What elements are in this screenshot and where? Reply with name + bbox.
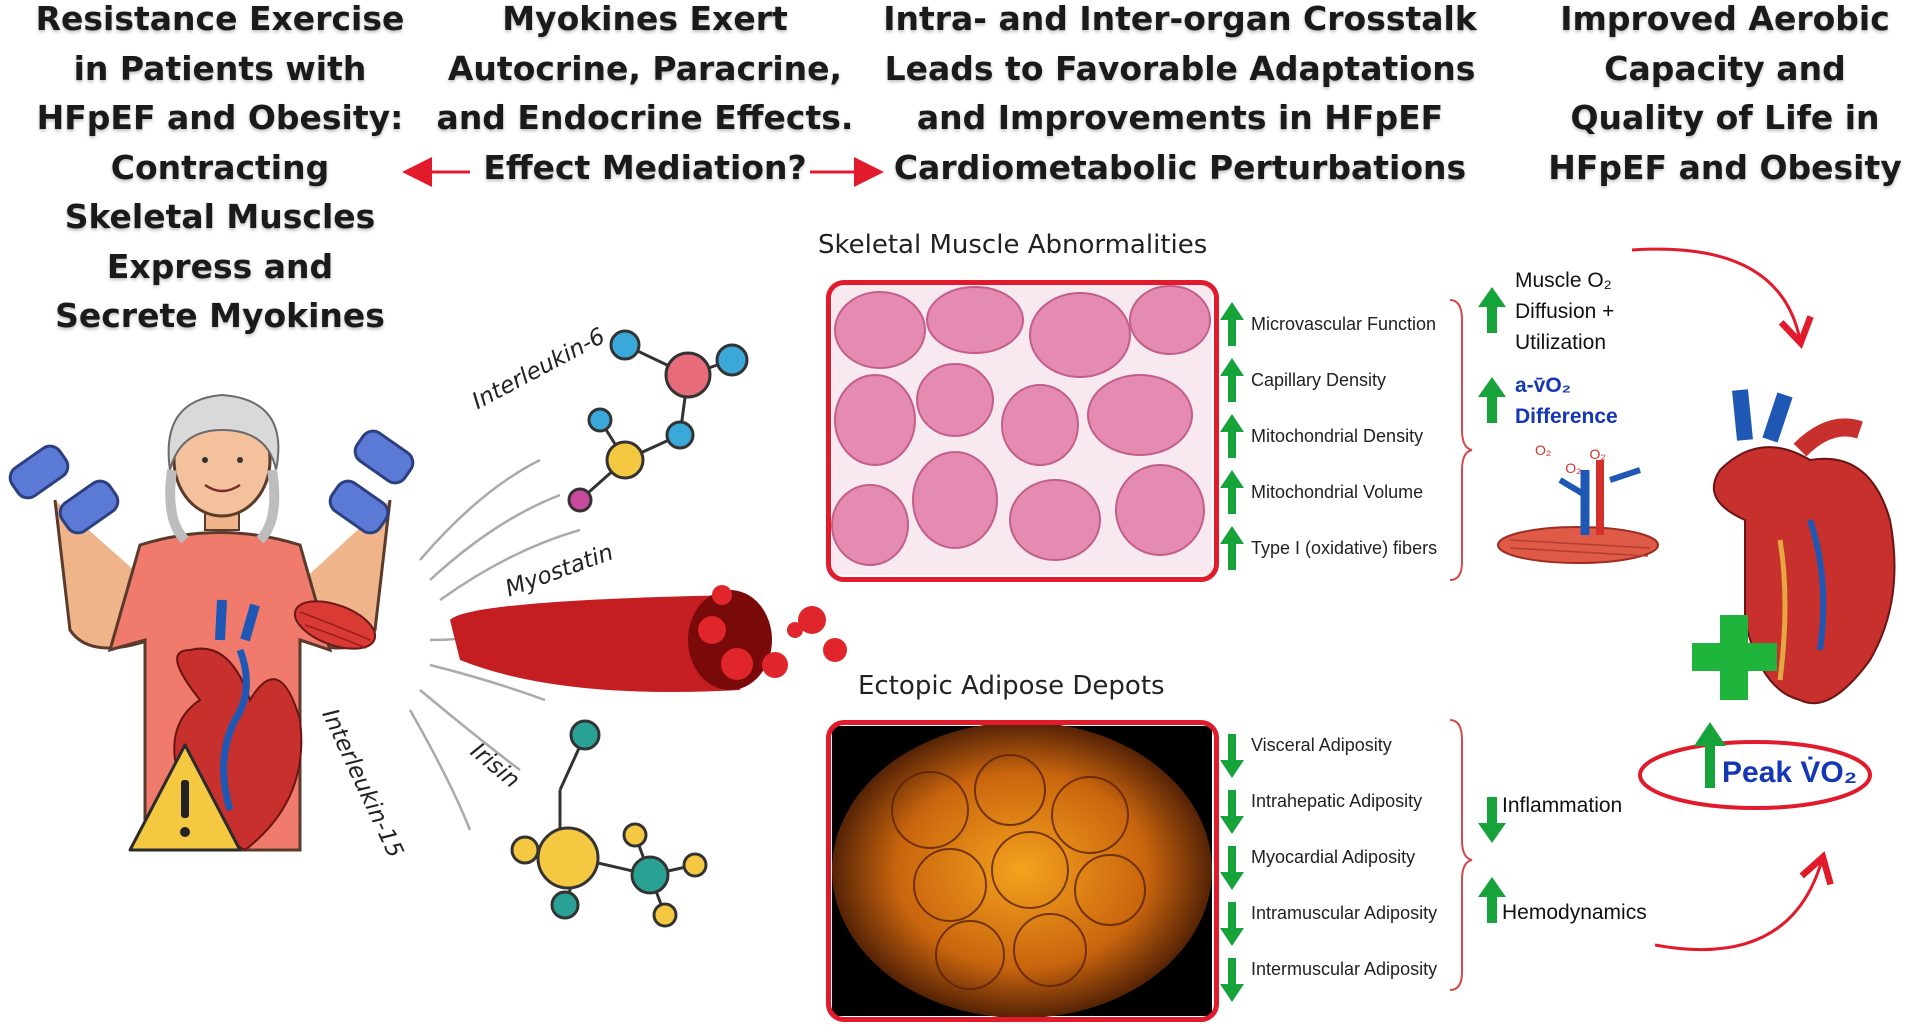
- arrow-up-icon: [1220, 526, 1244, 570]
- list-item: Capillary Density: [1219, 356, 1386, 404]
- arrow-down-icon: [1220, 734, 1244, 778]
- arrow-up-icon: [1220, 302, 1244, 346]
- list-item: Intermuscular Adiposity: [1219, 956, 1437, 1004]
- molecule-icon: [510, 719, 708, 928]
- adipose-panel-frame: [826, 720, 1219, 1022]
- list-item: Mitochondrial Density: [1219, 412, 1423, 460]
- arrow-down-icon: [1220, 790, 1244, 834]
- peak-vo2-ellipse: [1638, 740, 1872, 810]
- list-item: Microvascular Function: [1219, 300, 1436, 348]
- o2-marks: O₂ O₂ O₂: [1535, 442, 1606, 476]
- arrow-up-icon: [1220, 358, 1244, 402]
- arrow-down-icon: [1220, 958, 1244, 1002]
- list-item: Intrahepatic Adiposity: [1219, 788, 1422, 836]
- molecule-icon: [567, 329, 749, 513]
- arrow-up-icon: [1220, 414, 1244, 458]
- avo2-difference-text: a-v̄O₂ Difference: [1515, 374, 1618, 428]
- curve-arrow-top: [1631, 247, 1814, 350]
- muscle-panel-frame: [826, 280, 1219, 582]
- o2-diffusion-text: Muscle O₂ Diffusion + Utilization: [1515, 269, 1615, 354]
- plus-icon: [1692, 615, 1777, 700]
- hemodynamics-text: Hemodynamics: [1502, 901, 1647, 924]
- heart-icon: [1712, 389, 1896, 705]
- muscle-micrograph: [831, 285, 1212, 575]
- adipose-micrograph: [832, 722, 1212, 1018]
- arrow-down-icon: [1220, 846, 1244, 890]
- arrow-up-icon: [1220, 470, 1244, 514]
- arrow-up-icon: [1694, 722, 1726, 788]
- muscle-icon: [293, 600, 377, 650]
- list-item: Mitochondrial Volume: [1219, 468, 1423, 516]
- blood-vessel-icon: [450, 585, 847, 692]
- adipose-panel-title: Ectopic Adipose Depots: [858, 671, 1165, 701]
- list-item: Visceral Adiposity: [1219, 732, 1392, 780]
- bracket-adipose: [1449, 719, 1473, 991]
- list-item: Type I (oxidative) fibers: [1219, 524, 1437, 572]
- list-item: Intramuscular Adiposity: [1219, 900, 1437, 948]
- inflammation-text: Inflammation: [1502, 794, 1623, 817]
- dumbbell-icon: [8, 429, 415, 535]
- bracket-muscle: [1449, 299, 1473, 581]
- arrow-up-icon: [1478, 377, 1506, 423]
- arrow-down-icon: [1478, 797, 1506, 843]
- muscle-panel-title: Skeletal Muscle Abnormalities: [818, 230, 1208, 260]
- curve-arrow-bottom: [1654, 851, 1834, 952]
- list-item: Myocardial Adiposity: [1219, 844, 1415, 892]
- warning-icon: [128, 743, 242, 852]
- arrow-up-icon: [1478, 287, 1506, 333]
- peak-vo2-label: Peak V̇O₂: [1722, 756, 1858, 789]
- muscle-vessel-icon: [1497, 460, 1659, 564]
- arrow-down-icon: [1220, 902, 1244, 946]
- arrow-up-icon: [1478, 877, 1506, 923]
